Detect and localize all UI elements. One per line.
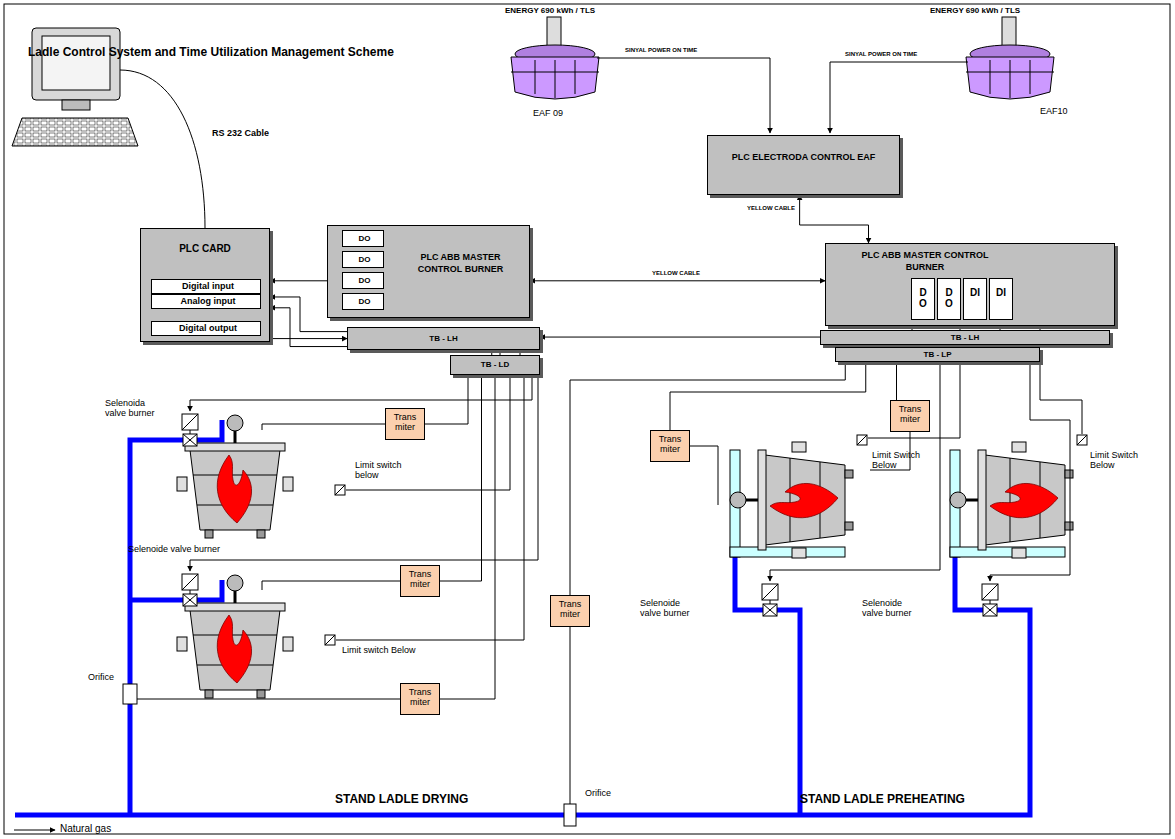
io-card: DO [911,278,935,320]
node-text: TB - LP [836,348,1039,361]
flow-arrow [14,830,55,831]
signal-name: SINYAL POWER ON TIME [625,47,697,54]
node-text: DI [970,287,980,298]
energy-label: ENERGY 690 kWh / TLS [505,6,595,15]
switch-label: Limit Switch Below [1090,450,1150,471]
plc-box: PLC ABB MASTER CONTROL BURNER DO DO DO DO [327,225,530,318]
node-text: PLC ELECTRODA CONTROL EAF [728,152,879,164]
output-card: DO [342,230,384,247]
node-text: DI [996,287,1006,298]
valve-label: Selenoide valve burner [128,544,220,554]
terminal-block: TB - LD [450,355,540,375]
valve-label: Selenoide valve burner [640,598,702,619]
connector [440,375,482,581]
area-label: STAND LADLE PREHEATING [800,793,965,807]
connector [270,280,327,281]
solenoid-valve [182,414,998,616]
plc-card: PLC CARD Digital inputAnalog inputDigital… [140,228,270,342]
cable-name: RS 232 Cable [212,128,269,138]
connector [425,375,468,424]
node-text: Analog input [156,295,260,308]
node-text: Trans miter [403,570,437,590]
node-text: DO [346,294,383,309]
node-text: Trans miter [893,405,927,425]
plc-box: PLC ELECTRODA CONTROL EAF [707,135,900,195]
io-row: Digital output [151,321,261,336]
gas-pipe [15,420,1030,815]
valve-label: Selenoide valve burner [862,598,924,619]
flow-label: Natural gas [60,823,111,835]
terminal-block: TB - LP [835,347,1040,362]
signal-name: SINYAL POWER ON TIME [845,51,917,58]
connector [570,362,845,595]
signal-wire [137,326,1082,804]
io-card: DI [963,278,987,320]
cable-label: YELLOW CABLE [745,205,797,211]
transmitter: Trans miter [400,565,440,597]
signal-wire [830,62,968,133]
connector [670,362,866,430]
plc-box: PLC ABB MASTER CONTROL BURNER DO DO DI DI [825,243,1115,326]
area-label: STAND LADLE DRYING [335,793,468,807]
io-card: DO [937,278,961,320]
node-text: DO [346,252,383,267]
orifice-label: Orifice [585,788,611,798]
node-text: Trans miter [553,600,587,620]
transmitter: Trans miter [890,400,930,432]
node-text: Digital input [156,280,260,293]
connector [270,338,347,339]
transmitter: Trans miter [400,683,440,715]
node-text: TB - LH [348,328,539,349]
node-text: Trans miter [653,435,687,455]
connector [800,195,869,243]
terminal-block: TB - LH [347,327,540,350]
diagram-title: Ladle Control System and Time Utilizatio… [28,46,394,60]
output-card: DO [342,293,384,310]
node-text: DO [346,231,383,246]
node-text: PLC CARD [141,243,269,254]
cable-label: YELLOW CABLE [650,270,702,276]
valve-label: Selenoida valve burner [105,398,167,419]
limit-switch [325,435,1087,645]
electric-arc-furnace [511,17,1054,99]
node-text: DO [346,273,383,288]
node-text: Trans miter [403,688,437,708]
transmitter: Trans miter [650,430,690,462]
equipment-name: EAF10 [1040,106,1068,116]
switch-label: Limit switch Below [342,645,416,655]
io-row: Analog input [151,294,261,309]
io-card: DI [989,278,1013,320]
ladle [177,415,1073,698]
node-text: PLC ABB MASTER CONTROL BURNER [846,250,1004,273]
connector [540,337,820,338]
node-text: TB - LH [821,331,1109,344]
energy-label: ENERGY 690 kWh / TLS [930,6,1020,15]
terminal-block: TB - LH [820,330,1110,345]
switch-label: Limit Switch Below [872,450,932,471]
node-text: TB - LD [451,356,539,374]
signal-wire [597,58,770,133]
node-text: DO [944,287,954,309]
output-card: DO [342,272,384,289]
connector [530,280,825,281]
connector [440,375,495,699]
node-text: DO [918,287,928,309]
transmitter: Trans miter [385,408,425,440]
orifice-label: Orifice [88,672,114,682]
node-text: PLC ABB MASTER CONTROL BURNER [398,252,523,275]
switch-label: Limit switch below [355,460,415,481]
orifice [123,684,576,826]
io-row: Digital input [151,279,261,294]
node-text: Trans miter [388,413,422,433]
connector [896,362,897,400]
output-card: DO [342,251,384,268]
node-text: Digital output [156,322,260,335]
transmitter: Trans miter [550,595,590,627]
equipment-name: EAF 09 [533,108,563,118]
